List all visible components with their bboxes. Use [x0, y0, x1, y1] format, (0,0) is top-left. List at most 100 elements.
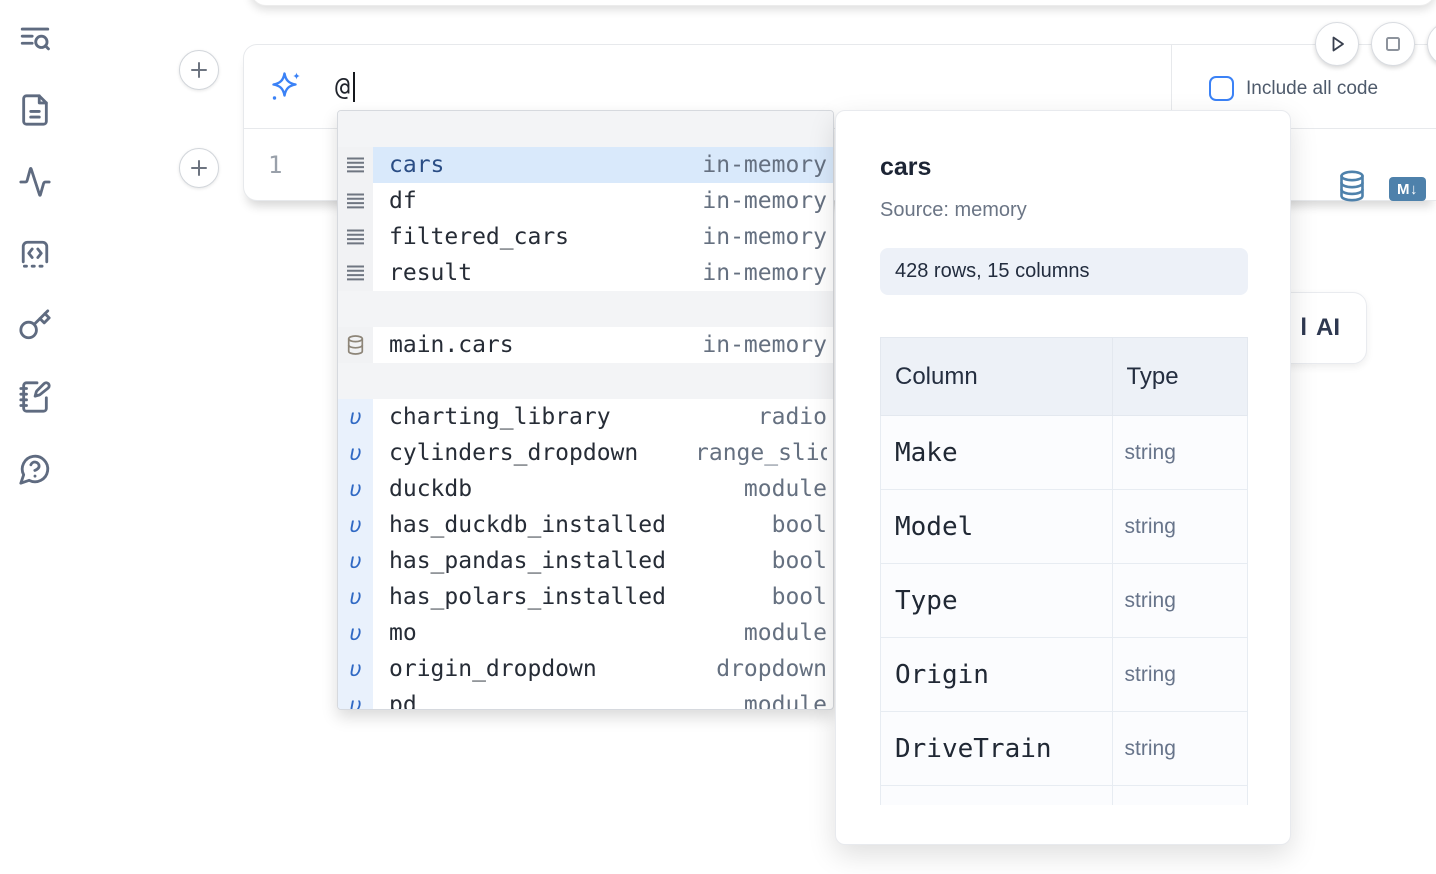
dataframe-rows-icon — [338, 255, 373, 291]
item-type: dropdown — [716, 656, 827, 682]
play-icon — [1332, 36, 1344, 52]
item-name: has_pandas_installed — [389, 548, 666, 574]
autocomplete-item-dataframe[interactable]: df in-memory — [338, 183, 833, 219]
autocomplete-item-variable[interactable]: υ mo module — [338, 615, 833, 651]
include-all-code-label: Include all code — [1246, 77, 1379, 99]
item-type: module — [743, 692, 827, 710]
autocomplete-item-variable[interactable]: υ pd module — [338, 687, 833, 710]
item-name: has_duckdb_installed — [389, 512, 666, 538]
scratchpad-notebook-icon[interactable] — [18, 380, 52, 414]
item-type: in-memory — [702, 188, 827, 214]
stop-cell-button[interactable] — [1371, 22, 1415, 66]
schema-row: Type string — [880, 563, 1248, 638]
table-of-contents-search-icon[interactable] — [18, 22, 52, 56]
dataframe-preview-popup: cars Source: memory 428 rows, 15 columns… — [835, 110, 1291, 845]
ai-button-label: AI — [1316, 314, 1340, 341]
ai-sparkle-icon — [272, 72, 300, 100]
keyboard-shortcuts-key-icon[interactable] — [18, 308, 52, 342]
plus-icon — [191, 62, 207, 78]
dataframe-rows-icon — [338, 219, 373, 255]
schema-column-type: string — [1111, 711, 1248, 786]
run-cell-button[interactable] — [1315, 22, 1359, 66]
schema-row: Origin string — [880, 637, 1248, 712]
previous-cell[interactable] — [250, 0, 1436, 6]
schema-column-type — [1111, 785, 1248, 805]
file-document-icon[interactable] — [18, 93, 52, 127]
item-type: module — [743, 620, 827, 646]
ai-button-clipped-text: l — [1300, 314, 1307, 341]
item-name: cylinders_dropdown — [389, 440, 639, 466]
autocomplete-item-variable[interactable]: υ has_duckdb_installed bool — [338, 507, 833, 543]
item-name: cars — [389, 152, 445, 178]
item-name: pd — [389, 692, 417, 710]
schema-row — [880, 785, 1248, 805]
ai-prompt-input[interactable]: @ — [335, 71, 356, 102]
item-name: main.cars — [389, 332, 514, 358]
item-type: in-memory — [702, 224, 827, 250]
autocomplete-item-dataframe[interactable]: cars in-memory — [338, 147, 833, 183]
autocomplete-item-table[interactable]: main.cars in-memory — [338, 327, 833, 363]
variable-icon: υ — [338, 435, 373, 471]
preview-title: cars — [880, 153, 932, 181]
schema-column-name: Make — [880, 415, 1113, 490]
autocomplete-item-dataframe[interactable]: filtered_cars in-memory — [338, 219, 833, 255]
item-type: radio — [757, 404, 827, 430]
markdown-export-icon[interactable]: M↓ — [1389, 177, 1426, 201]
autocomplete-item-variable[interactable]: υ has_polars_installed bool — [338, 579, 833, 615]
schema-column-type: string — [1111, 563, 1248, 638]
item-name: origin_dropdown — [389, 656, 597, 682]
schema-column-name: Model — [880, 489, 1113, 564]
item-name: mo — [389, 620, 417, 646]
autocomplete-section-header — [338, 291, 833, 327]
item-type: bool — [771, 548, 827, 574]
variable-icon: υ — [338, 615, 373, 651]
item-name: has_polars_installed — [389, 584, 666, 610]
add-cell-above-button[interactable] — [179, 50, 219, 90]
autocomplete-item-variable[interactable]: υ cylinders_dropdown range_slider — [338, 435, 833, 471]
dataframe-rows-icon — [338, 183, 373, 219]
schema-row: Model string — [880, 489, 1248, 564]
preview-stats-badge: 428 rows, 15 columns — [880, 248, 1248, 295]
dataframe-rows-icon — [338, 147, 373, 183]
item-name: duckdb — [389, 476, 473, 502]
schema-column-name: Type — [880, 563, 1113, 638]
help-chat-icon[interactable] — [18, 452, 52, 486]
activity-tracer-icon[interactable] — [18, 165, 52, 199]
schema-column-name: DriveTrain — [880, 711, 1113, 786]
add-cell-below-button[interactable] — [179, 148, 219, 188]
stop-icon — [1386, 37, 1400, 51]
prompt-divider — [1171, 45, 1172, 129]
autocomplete-item-variable[interactable]: υ origin_dropdown dropdown — [338, 651, 833, 687]
autocomplete-item-variable[interactable]: υ charting_library radio — [338, 399, 833, 435]
item-type: range_slider — [695, 440, 827, 466]
schema-header-column: Column — [880, 337, 1113, 416]
item-type: in-memory — [702, 260, 827, 286]
table-database-icon — [338, 327, 373, 363]
preview-schema-table: Column Type Make string Model string Typ… — [880, 337, 1248, 805]
schema-column-type: string — [1111, 415, 1248, 490]
variable-icon: υ — [338, 651, 373, 687]
database-icon[interactable] — [1338, 170, 1366, 202]
autocomplete-item-dataframe[interactable]: result in-memory — [338, 255, 833, 291]
item-type: bool — [771, 512, 827, 538]
item-type: bool — [771, 584, 827, 610]
item-name: df — [389, 188, 417, 214]
item-name: filtered_cars — [389, 224, 570, 250]
autocomplete-item-variable[interactable]: υ has_pandas_installed bool — [338, 543, 833, 579]
variable-icon: υ — [338, 471, 373, 507]
line-number: 1 — [268, 151, 283, 179]
autocomplete-item-variable[interactable]: υ duckdb module — [338, 471, 833, 507]
include-all-code-checkbox[interactable] — [1209, 76, 1234, 101]
item-type: in-memory — [702, 332, 827, 358]
include-all-code-control: Include all code — [1209, 76, 1378, 101]
schema-column-name: Origin — [880, 637, 1113, 712]
variable-icon: υ — [338, 543, 373, 579]
code-snippets-icon[interactable] — [18, 237, 52, 271]
variable-icon: υ — [338, 399, 373, 435]
item-name: charting_library — [389, 404, 611, 430]
autocomplete-section-header — [338, 363, 833, 399]
schema-row: DriveTrain string — [880, 711, 1248, 786]
schema-column-type: string — [1111, 637, 1248, 712]
item-type: in-memory — [702, 152, 827, 178]
